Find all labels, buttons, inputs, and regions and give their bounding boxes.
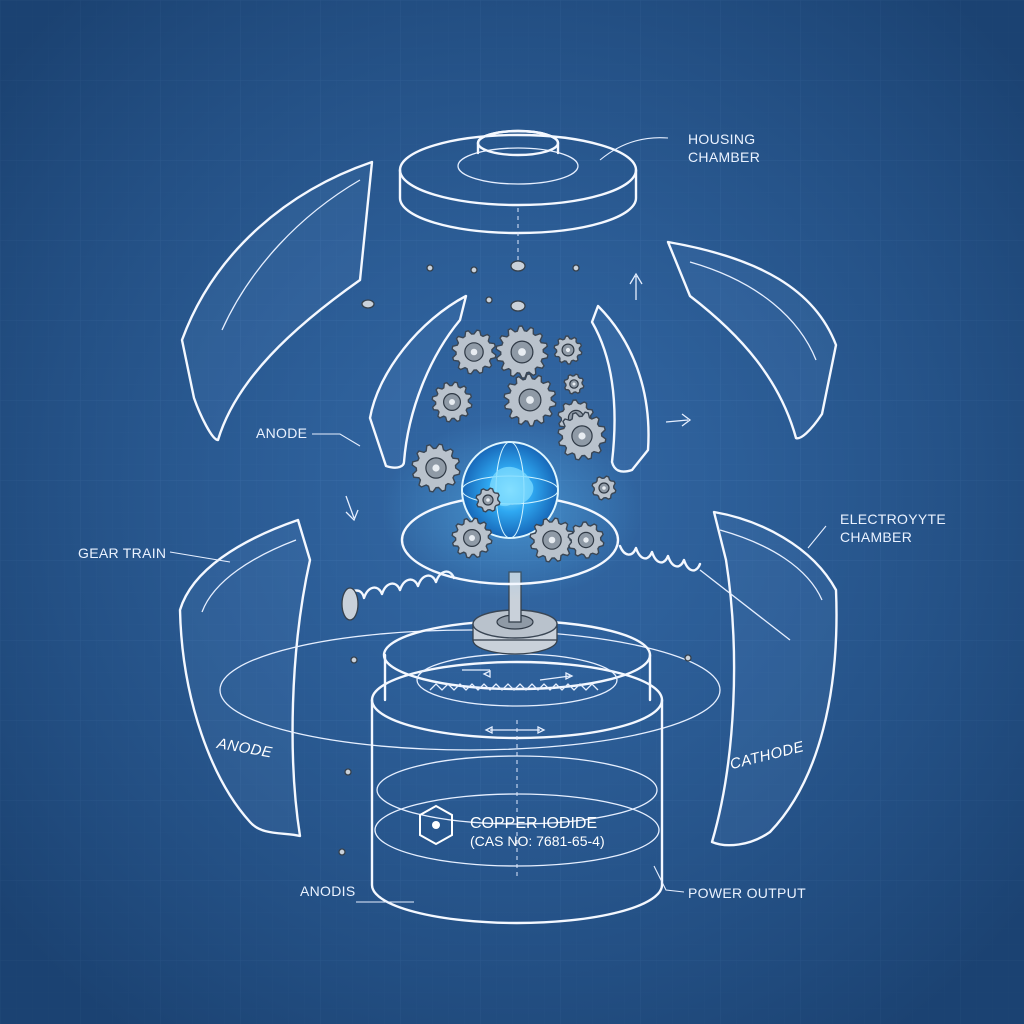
gear-icon <box>451 329 497 375</box>
gear-icon <box>431 381 473 423</box>
label-electrolyte-line1: ELECTROYYTE <box>840 511 946 527</box>
arrow-icon <box>629 272 643 300</box>
label-gear-train: GEAR TRAIN <box>78 545 166 561</box>
chemical-name: COPPER IODIDE <box>470 815 597 832</box>
gear-icon <box>563 373 585 395</box>
gear-icon <box>495 325 549 379</box>
gear-icon <box>529 517 575 563</box>
arrow-icon <box>665 413 692 427</box>
gear-icon <box>567 521 605 559</box>
arrow-icon <box>345 495 359 522</box>
gear-icon <box>451 517 493 559</box>
upper-left-panel <box>180 160 374 442</box>
cathode-panel <box>710 510 838 847</box>
gear-icon <box>411 443 461 493</box>
gear-icon <box>557 411 607 461</box>
chemical-label: COPPER IODIDE (CAS NO: 7681-65-4) <box>419 804 605 849</box>
label-anode-top: ANODE <box>256 425 307 441</box>
floating-fasteners <box>338 260 692 856</box>
right-spring <box>618 544 791 641</box>
hexagon-molecule-icon <box>419 804 453 846</box>
label-power-output: POWER OUTPUT <box>688 885 806 901</box>
chemical-cas: (CAS NO: 7681-65-4) <box>470 833 605 849</box>
label-electrolyte-line2: CHAMBER <box>840 529 912 545</box>
gear-icon <box>591 475 617 501</box>
electrolyte-core <box>382 420 642 600</box>
anode-panel <box>178 518 312 838</box>
housing-chamber-disc <box>398 129 669 262</box>
gear-icon <box>475 487 501 513</box>
label-housing-line1: HOUSING <box>688 131 755 147</box>
gear-train-assembly <box>411 325 617 563</box>
gear-icon <box>503 373 557 427</box>
leader-lines <box>169 433 827 903</box>
upper-right-panel <box>666 240 838 440</box>
label-anodis: ANODIS <box>300 883 355 899</box>
label-housing-line2: CHAMBER <box>688 149 760 165</box>
motion-arrows <box>345 272 692 522</box>
gear-icon <box>553 335 583 365</box>
